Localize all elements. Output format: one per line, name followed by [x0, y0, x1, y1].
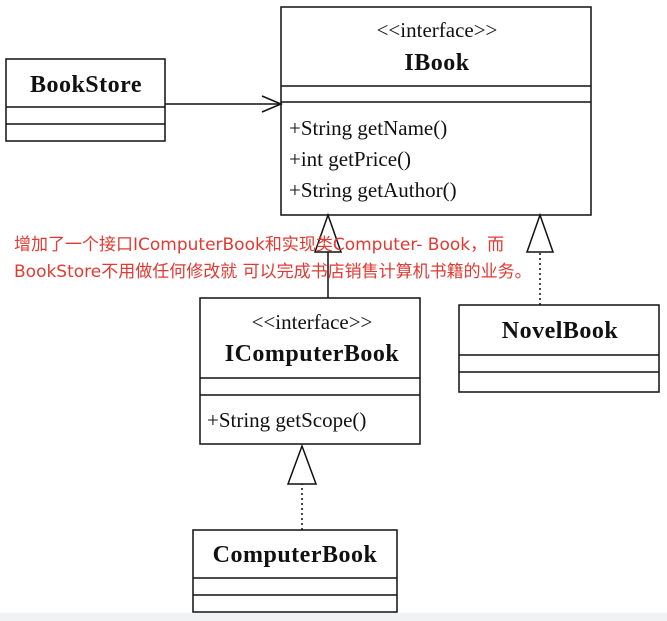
icomputerbook-method-getscope: +String getScope() — [207, 408, 366, 432]
computerbook-class-box — [192, 529, 398, 613]
novelbook-name: NovelBook — [502, 318, 619, 344]
bookstore-class-box — [5, 58, 166, 142]
association-arrow — [165, 95, 283, 113]
icomputerbook-stereotype: <<interface>> — [252, 310, 373, 334]
icomputerbook-name: IComputerBook — [225, 341, 400, 367]
ibook-method-getprice: +int getPrice() — [289, 147, 411, 171]
bookstore-name: BookStore — [30, 72, 142, 98]
annotation-note: 增加了一个接口IComputerBook和实现类Computer- Book，而… — [14, 232, 634, 286]
realization-arrow-novelbook — [525, 212, 555, 305]
ibook-class-box — [280, 6, 592, 216]
ibook-stereotype: <<interface>> — [377, 18, 498, 42]
bottom-strip — [0, 613, 667, 621]
realization-arrow-computerbook — [286, 443, 318, 530]
annotation-note-line-2: BookStore不用做任何修改就 可以完成书店销售计算机书籍的业务。 — [14, 262, 532, 282]
computerbook-name: ComputerBook — [213, 542, 378, 568]
generalization-arrow — [313, 212, 343, 298]
ibook-method-getname: +String getName() — [289, 116, 447, 140]
ibook-name: IBook — [404, 50, 469, 76]
novelbook-class-box — [458, 304, 660, 393]
ibook-method-getauthor: +String getAuthor() — [289, 178, 457, 202]
annotation-note-line-1: 增加了一个接口IComputerBook和实现类Computer- Book，而 — [14, 235, 505, 255]
icomputerbook-class-box — [199, 297, 421, 445]
